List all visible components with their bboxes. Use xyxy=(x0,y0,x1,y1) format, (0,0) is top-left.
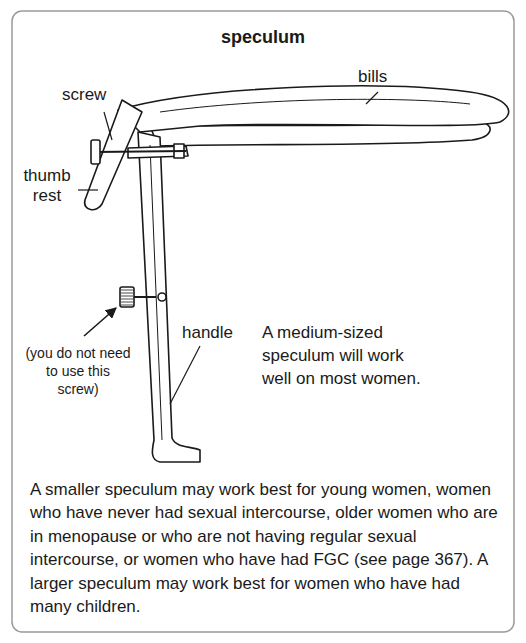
note-text: A medium-sized speculum will work well o… xyxy=(262,322,426,391)
knob-pin xyxy=(134,296,156,298)
part-label: screw xyxy=(62,84,126,106)
pointer-arrow xyxy=(84,308,116,336)
knurled-knob xyxy=(120,287,134,307)
upper-bill xyxy=(118,86,509,132)
title: speculum xyxy=(13,26,513,49)
screw-knob xyxy=(91,140,100,164)
leader-line xyxy=(170,346,200,404)
body-paragraph: A smaller speculum may work best for you… xyxy=(30,478,500,619)
leader-line xyxy=(366,92,378,104)
handle-groove xyxy=(150,145,162,440)
bill-edge xyxy=(160,99,470,112)
knob-rivet xyxy=(158,293,166,301)
knurl-line xyxy=(121,299,133,300)
part-label: bills xyxy=(358,66,418,88)
screw-shaft xyxy=(96,151,186,152)
leader-line xyxy=(104,112,112,140)
knurl-line xyxy=(121,305,133,306)
knurl-line xyxy=(121,302,133,303)
part-label: handle xyxy=(182,322,252,344)
note-text: (you do not need to use this screw) xyxy=(24,344,132,399)
part-label: thumb rest xyxy=(16,166,78,207)
panel-frame xyxy=(12,11,514,632)
knurl-line xyxy=(121,293,133,294)
knurl-line xyxy=(121,290,133,291)
knurl-line xyxy=(121,296,133,297)
leader-line xyxy=(78,189,98,190)
